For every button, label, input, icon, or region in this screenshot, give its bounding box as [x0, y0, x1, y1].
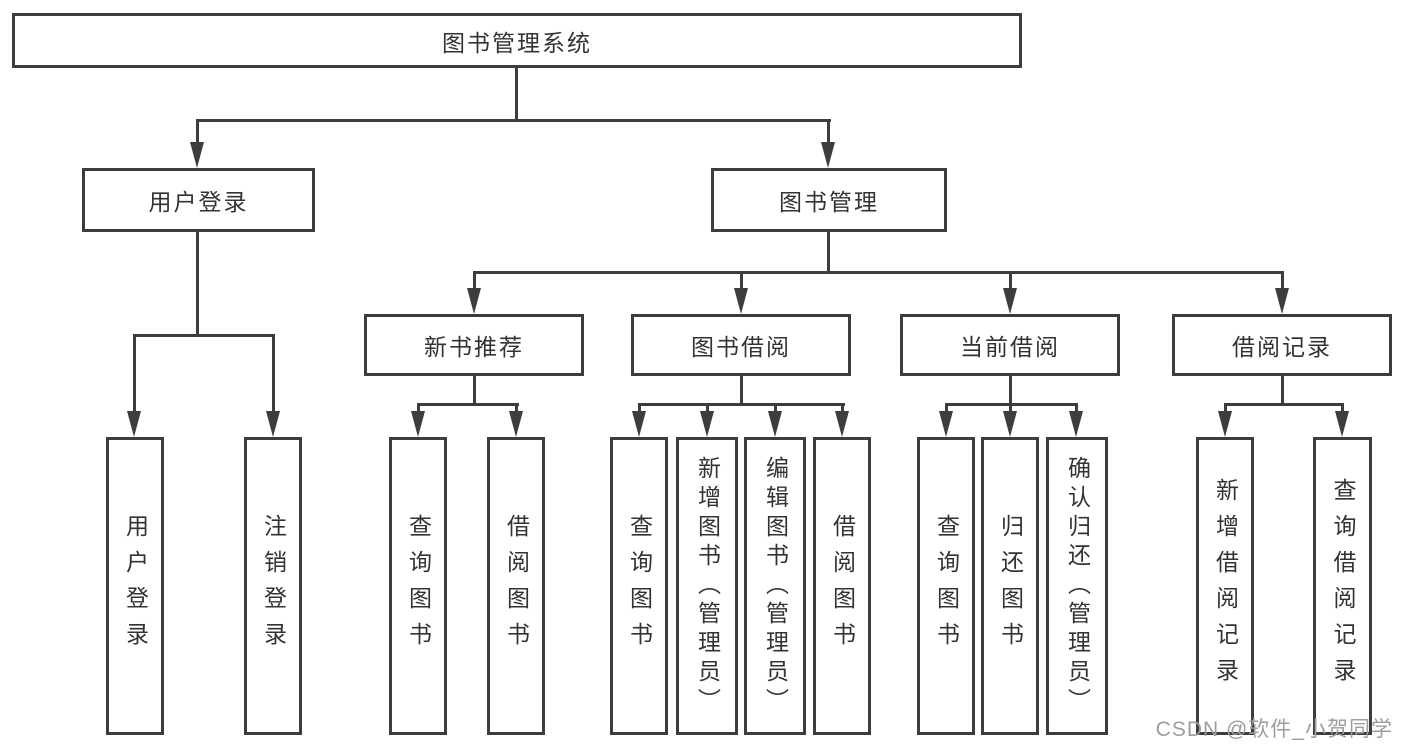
arrowhead-down-icon	[1069, 411, 1083, 437]
node-root: 图书管理系统	[12, 13, 1022, 68]
connector-vline	[1075, 403, 1078, 418]
leaf-add-book-admin: 新增图书（管理员）	[676, 437, 738, 735]
connector-vline	[827, 119, 830, 147]
arrowhead-down-icon	[700, 411, 714, 437]
arrowhead-down-icon	[266, 411, 280, 437]
connector-vline	[473, 271, 476, 291]
leaf-query-books-borrow: 查询图书	[610, 437, 668, 735]
leaf-return-books: 归还图书	[981, 437, 1039, 735]
connector-vline	[740, 271, 743, 291]
arrowhead-down-icon	[411, 411, 425, 437]
leaf-borrow-books: 借阅图书	[813, 437, 871, 735]
connector-vline	[774, 403, 777, 418]
node-borrowing-records: 借阅记录	[1172, 314, 1392, 376]
connector-vline	[196, 119, 199, 147]
connector-hline	[1224, 403, 1344, 406]
connector-vline	[133, 334, 136, 416]
arrowhead-down-icon	[509, 411, 523, 437]
leaf-query-books-current: 查询图书	[917, 437, 975, 735]
leaf-confirm-return-admin: 确认归还（管理员）	[1046, 437, 1108, 735]
connector-vline	[272, 334, 275, 416]
connector-vline	[1009, 403, 1012, 418]
connector-vline	[515, 68, 518, 121]
node-user-login: 用户登录	[82, 168, 315, 232]
connector-vline	[473, 376, 476, 406]
connector-vline	[827, 232, 830, 274]
connector-hline	[417, 403, 519, 406]
node-book-borrowing: 图书借阅	[631, 314, 851, 376]
leaf-edit-book-admin: 编辑图书（管理员）	[744, 437, 806, 735]
arrowhead-down-icon	[467, 288, 481, 314]
connector-vline	[945, 403, 948, 418]
arrowhead-down-icon	[190, 142, 204, 168]
arrowhead-down-icon	[835, 411, 849, 437]
node-current-borrowing: 当前借阅	[900, 314, 1120, 376]
arrowhead-down-icon	[1335, 411, 1349, 437]
connector-vline	[638, 403, 641, 418]
arrowhead-down-icon	[1003, 288, 1017, 314]
connector-vline	[706, 403, 709, 418]
leaf-borrow-books-recommend: 借阅图书	[487, 437, 545, 735]
connector-vline	[841, 403, 844, 418]
connector-vline	[1281, 376, 1284, 406]
arrowhead-down-icon	[734, 288, 748, 314]
arrowhead-down-icon	[768, 411, 782, 437]
connector-vline	[1341, 403, 1344, 418]
leaf-query-books-recommend: 查询图书	[389, 437, 447, 735]
connector-vline	[417, 403, 420, 418]
connector-vline	[1009, 376, 1012, 406]
node-book-management: 图书管理	[711, 168, 947, 232]
connector-vline	[1009, 271, 1012, 291]
arrowhead-down-icon	[1275, 288, 1289, 314]
connector-vline	[196, 232, 199, 337]
connector-vline	[515, 403, 518, 418]
connector-vline	[740, 376, 743, 406]
arrowhead-down-icon	[1218, 411, 1232, 437]
connector-vline	[1281, 271, 1284, 291]
arrowhead-down-icon	[1003, 411, 1017, 437]
leaf-logout: 注销登录	[244, 437, 302, 735]
arrowhead-down-icon	[939, 411, 953, 437]
connector-hline	[473, 271, 1284, 274]
watermark-text: CSDN @软件_小贺同学	[1155, 718, 1393, 741]
leaf-user-login: 用户登录	[106, 437, 164, 735]
connector-vline	[1224, 403, 1227, 418]
connector-hline	[196, 119, 831, 122]
arrowhead-down-icon	[821, 142, 835, 168]
leaf-query-borrow-record: 查询借阅记录	[1313, 437, 1372, 735]
arrowhead-down-icon	[632, 411, 646, 437]
node-new-book-recommendation: 新书推荐	[364, 314, 584, 376]
connector-hline	[638, 403, 845, 406]
connector-hline	[133, 334, 275, 337]
leaf-add-borrow-record: 新增借阅记录	[1196, 437, 1254, 735]
arrowhead-down-icon	[127, 411, 141, 437]
